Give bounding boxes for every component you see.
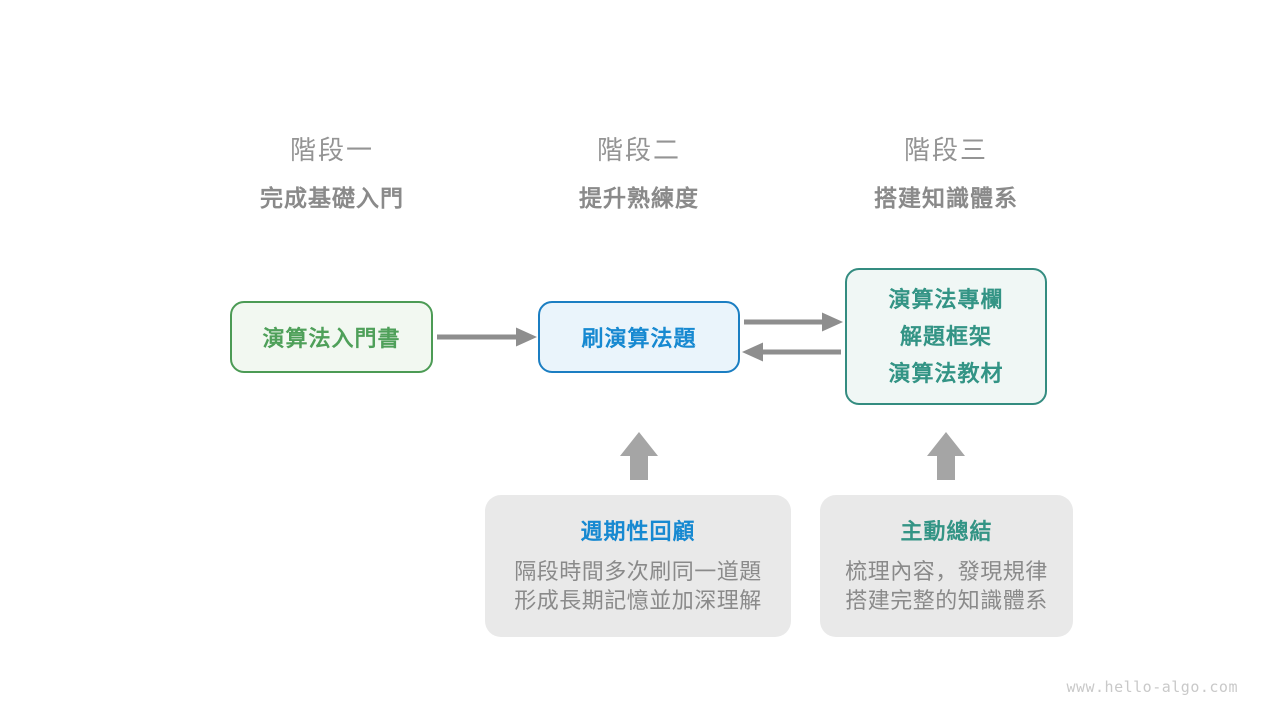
node-beginner-book: 演算法入門書 — [230, 301, 433, 373]
stage-2-label: 階段二 — [596, 135, 681, 165]
watermark: www.hello-algo.com — [1066, 678, 1238, 696]
node-practice-problems: 刷演算法題 — [538, 301, 740, 373]
arrow-left-icon — [742, 342, 841, 362]
note-title: 主動總結 — [900, 519, 993, 544]
node-label: 演算法專欄 — [888, 287, 1004, 312]
note-periodic-review: 週期性回顧 隔段時間多次刷同一道題 形成長期記憶並加深理解 — [485, 495, 791, 637]
node-advanced-materials: 演算法專欄 解題框架 演算法教材 — [845, 268, 1047, 405]
note-body-line: 梳理內容，發現規律 — [845, 559, 1048, 584]
note-body-line: 形成長期記憶並加深理解 — [514, 588, 762, 613]
note-body-line: 搭建完整的知識體系 — [845, 588, 1048, 613]
stage-1-label: 階段一 — [289, 135, 374, 165]
arrow-right-icon — [437, 327, 537, 347]
note-body: 梳理內容，發現規律 搭建完整的知識體系 — [845, 557, 1048, 615]
stage-2-subtitle: 提升熟練度 — [579, 185, 699, 211]
stage-3-header: 階段三 — [826, 130, 1066, 167]
note-body-line: 隔段時間多次刷同一道題 — [514, 559, 762, 584]
note-active-summary: 主動總結 梳理內容，發現規律 搭建完整的知識體系 — [820, 495, 1073, 637]
stage-2-header: 階段二 — [519, 130, 759, 167]
node-label: 演算法教材 — [888, 361, 1004, 386]
arrow-up-icon — [620, 432, 658, 480]
node-label: 演算法入門書 — [262, 326, 401, 351]
stage-1-subtitle: 完成基礎入門 — [260, 185, 404, 211]
node-label: 解題框架 — [899, 324, 992, 349]
note-body: 隔段時間多次刷同一道題 形成長期記憶並加深理解 — [514, 557, 762, 615]
arrow-up-icon — [927, 432, 965, 480]
node-label: 刷演算法題 — [581, 326, 697, 351]
stage-1-header: 階段一 — [212, 130, 452, 167]
stage-3-label: 階段三 — [903, 135, 988, 165]
note-title: 週期性回顧 — [580, 519, 696, 544]
arrow-right-icon — [744, 312, 843, 332]
stage-3-subtitle: 搭建知識體系 — [874, 185, 1018, 211]
